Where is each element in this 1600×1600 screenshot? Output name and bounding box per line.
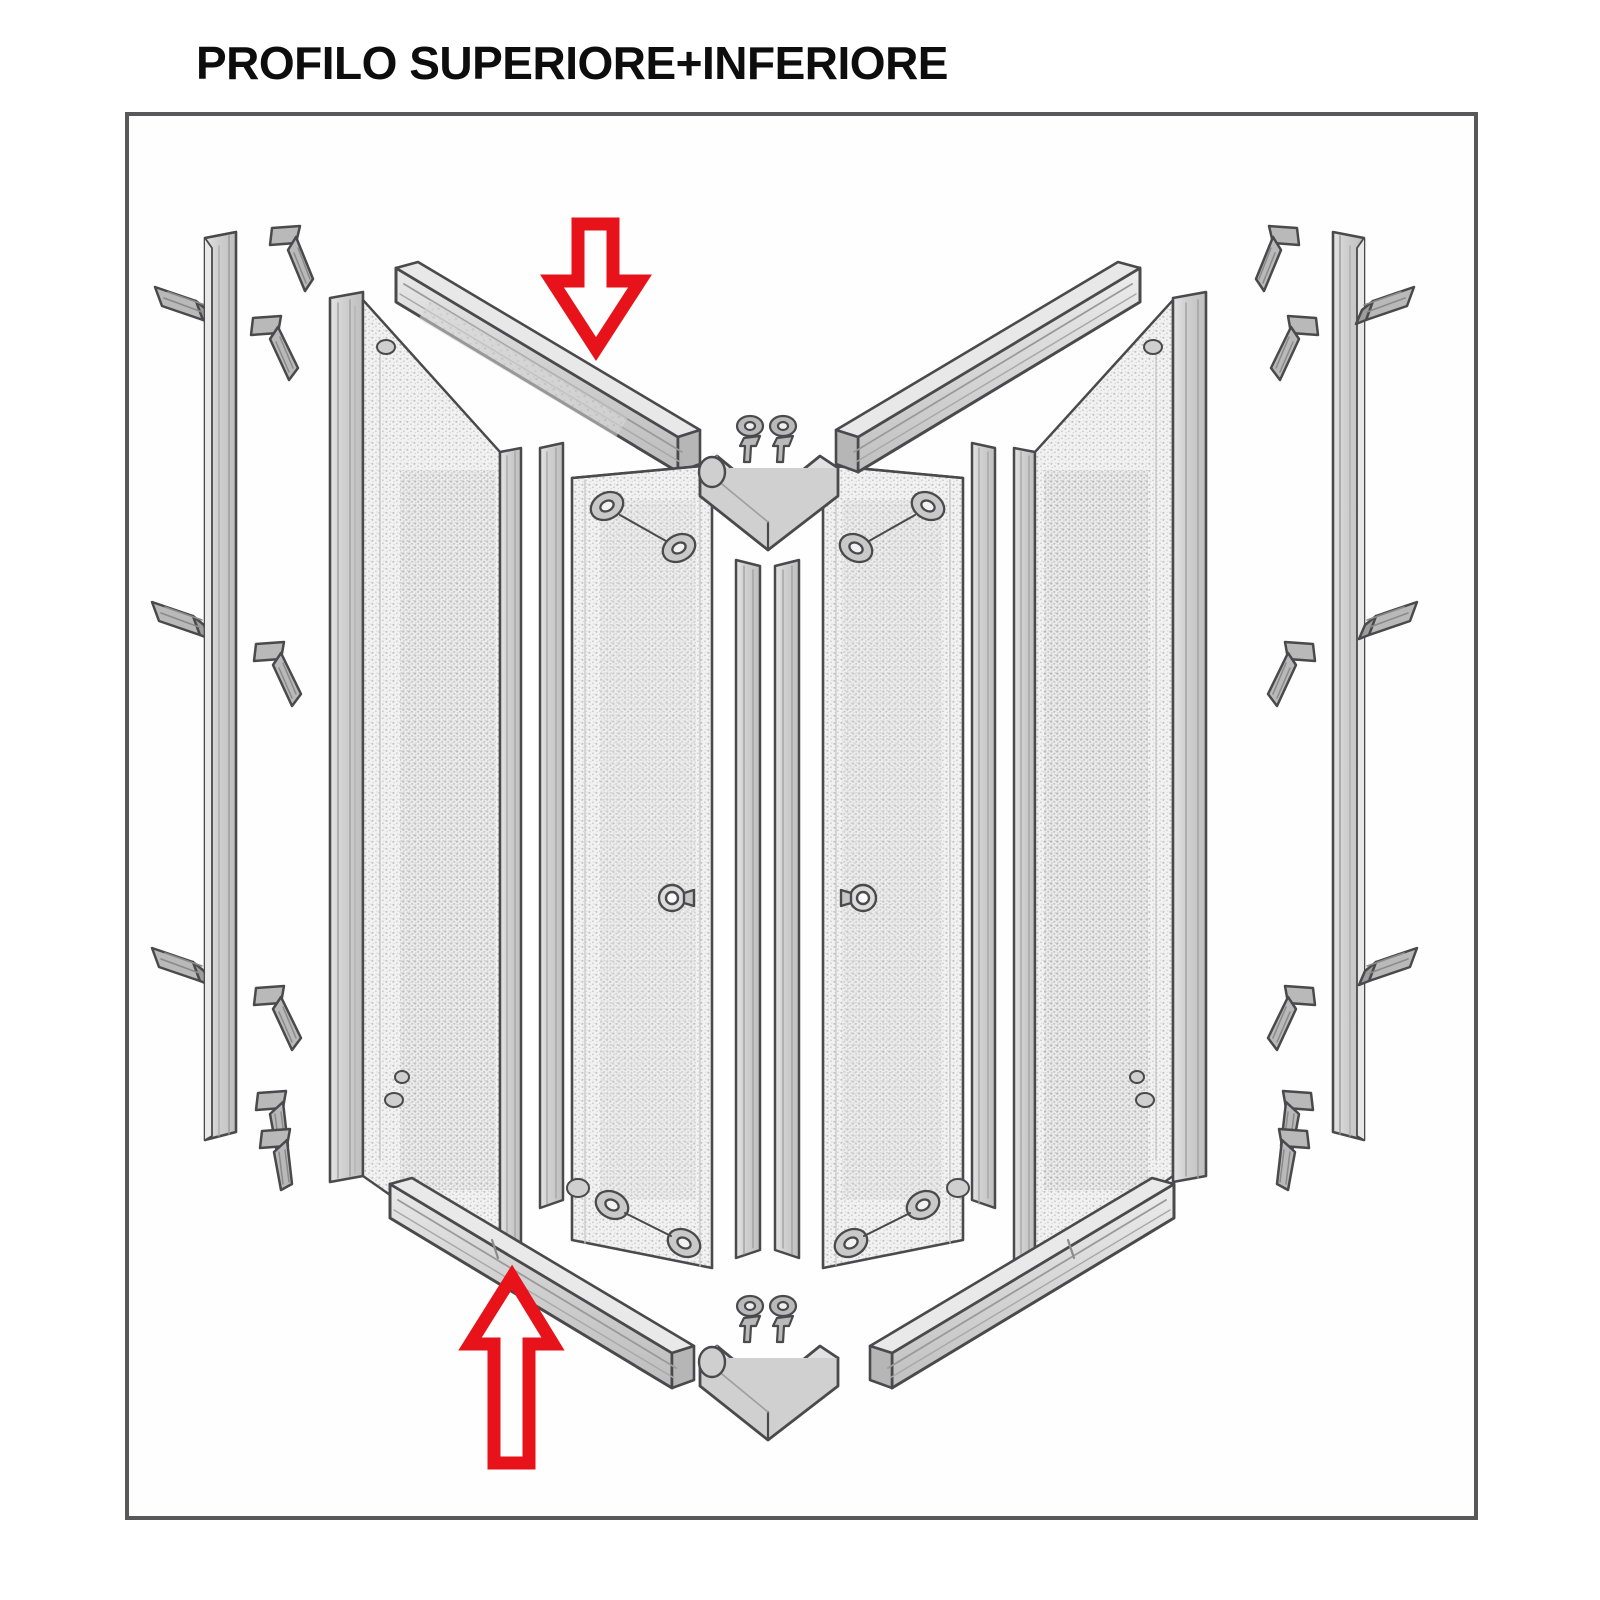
page-title: PROFILO SUPERIORE+INFERIORE [196, 37, 949, 89]
diagram-frame [125, 112, 1478, 1520]
